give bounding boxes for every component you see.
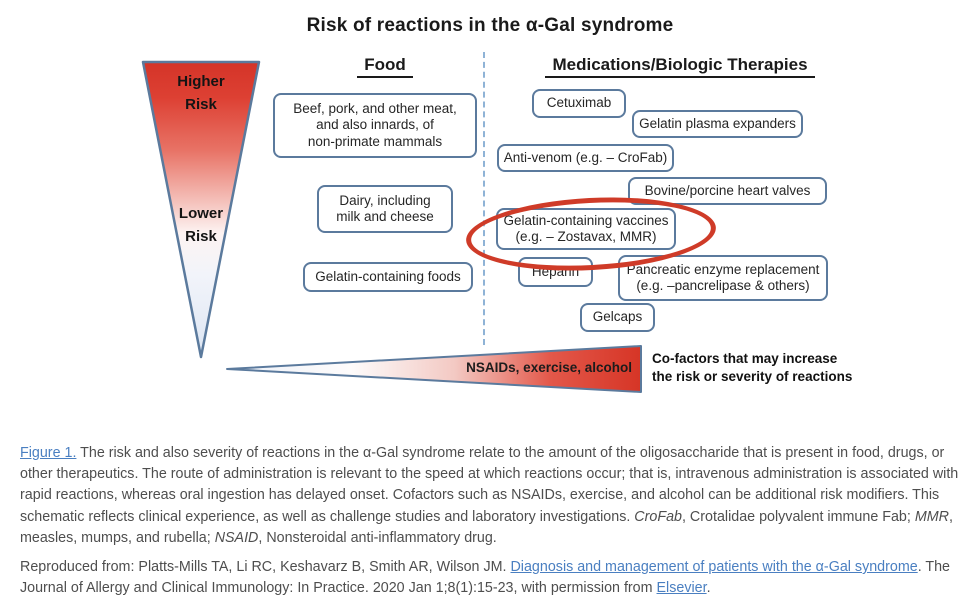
med-box-gelcaps: Gelcaps	[580, 303, 655, 332]
attribution-end: .	[706, 580, 711, 597]
med-box-anti-venom: Anti-venom (e.g. – CroFab)	[497, 144, 674, 172]
caption-body-3: , measles, mumps, and rubella;	[20, 508, 953, 546]
elsevier-link[interactable]: Elsevier	[656, 580, 707, 597]
lower-risk-label: Lower Risk	[178, 205, 224, 245]
med-box-cetuximab: Cetuximab	[532, 89, 626, 118]
med-box-gelatin-plasma-expanders: Gelatin plasma expanders	[632, 110, 803, 138]
caption-body-4: , Nonsteroidal anti-inflammatory drug.	[258, 529, 497, 546]
nsaids-label: NSAIDs, exercise, alcohol	[466, 360, 632, 375]
med-box-heparin: Heparin	[518, 257, 593, 287]
figure-1-link[interactable]: Figure 1.	[20, 445, 77, 461]
abbr-crofab: CroFab	[634, 508, 682, 525]
column-divider-dashed-line	[483, 52, 485, 345]
attribution-pre: Reproduced from: Platts-Mills TA, Li RC,…	[20, 559, 511, 575]
food-box-gelatin-foods: Gelatin-containing foods	[303, 262, 473, 292]
med-box-heart-valves: Bovine/porcine heart valves	[628, 177, 827, 205]
attribution-mid: . The Journal of Allergy and Clinical Im…	[20, 559, 951, 597]
figure-caption: Figure 1. The risk and also severity of …	[20, 443, 972, 549]
abbr-nsaid: NSAID	[214, 529, 259, 546]
attribution: Reproduced from: Platts-Mills TA, Li RC,…	[20, 557, 972, 599]
cofactor-cone-triangle	[226, 345, 642, 393]
med-box-pancreatic-enzyme: Pancreatic enzyme replacement (e.g. –pan…	[618, 255, 828, 301]
figure-title: Risk of reactions in the α-Gal syndrome	[306, 15, 674, 36]
article-title-link[interactable]: Diagnosis and management of patients wit…	[510, 559, 918, 575]
caption-body-2: , Crotalidae polyvalent immune Fab;	[681, 508, 915, 525]
risk-funnel-triangle	[141, 60, 261, 359]
med-box-gelatin-vaccines: Gelatin-containing vaccines (e.g. – Zost…	[496, 208, 676, 250]
food-box-dairy: Dairy, including milk and cheese	[317, 185, 453, 233]
column-header-medications: Medications/Biologic Therapies	[530, 55, 830, 78]
food-box-beef-pork: Beef, pork, and other meat, and also inn…	[273, 93, 477, 158]
higher-risk-label: Higher Risk	[177, 73, 225, 113]
column-header-medications-label: Medications/Biologic Therapies	[545, 55, 815, 78]
cofactors-note: Co-factors that may increase the risk or…	[652, 351, 853, 384]
caption-body-1: The risk and also severity of reactions …	[20, 445, 959, 525]
column-header-food-label: Food	[357, 55, 413, 78]
abbr-mmr: MMR	[914, 508, 949, 525]
column-header-food: Food	[300, 55, 470, 78]
